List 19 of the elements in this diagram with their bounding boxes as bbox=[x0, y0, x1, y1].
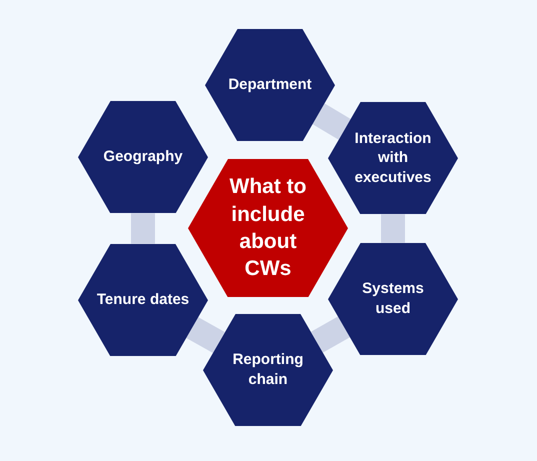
hexagon-node bbox=[78, 100, 208, 214]
node-label: Interaction with executives bbox=[354, 128, 432, 188]
node-label: Systems used bbox=[361, 279, 425, 318]
hexagon-node bbox=[328, 102, 458, 214]
connector-band bbox=[131, 213, 155, 244]
hexagon-node bbox=[188, 158, 348, 298]
hexagon-node bbox=[328, 242, 458, 356]
connector-band bbox=[186, 317, 225, 353]
hexagon-node bbox=[205, 28, 335, 142]
connector-band bbox=[311, 316, 350, 353]
node-label: Reporting chain bbox=[232, 350, 304, 390]
hexagon-node bbox=[203, 314, 333, 426]
node-label: Geography bbox=[103, 147, 183, 167]
connector-band bbox=[381, 214, 405, 243]
node-label: What to include about CWs bbox=[228, 174, 308, 282]
hexagon-node bbox=[78, 244, 208, 356]
connector-band bbox=[312, 103, 351, 140]
node-label: Department bbox=[228, 75, 312, 95]
node-label: Tenure dates bbox=[96, 290, 190, 310]
